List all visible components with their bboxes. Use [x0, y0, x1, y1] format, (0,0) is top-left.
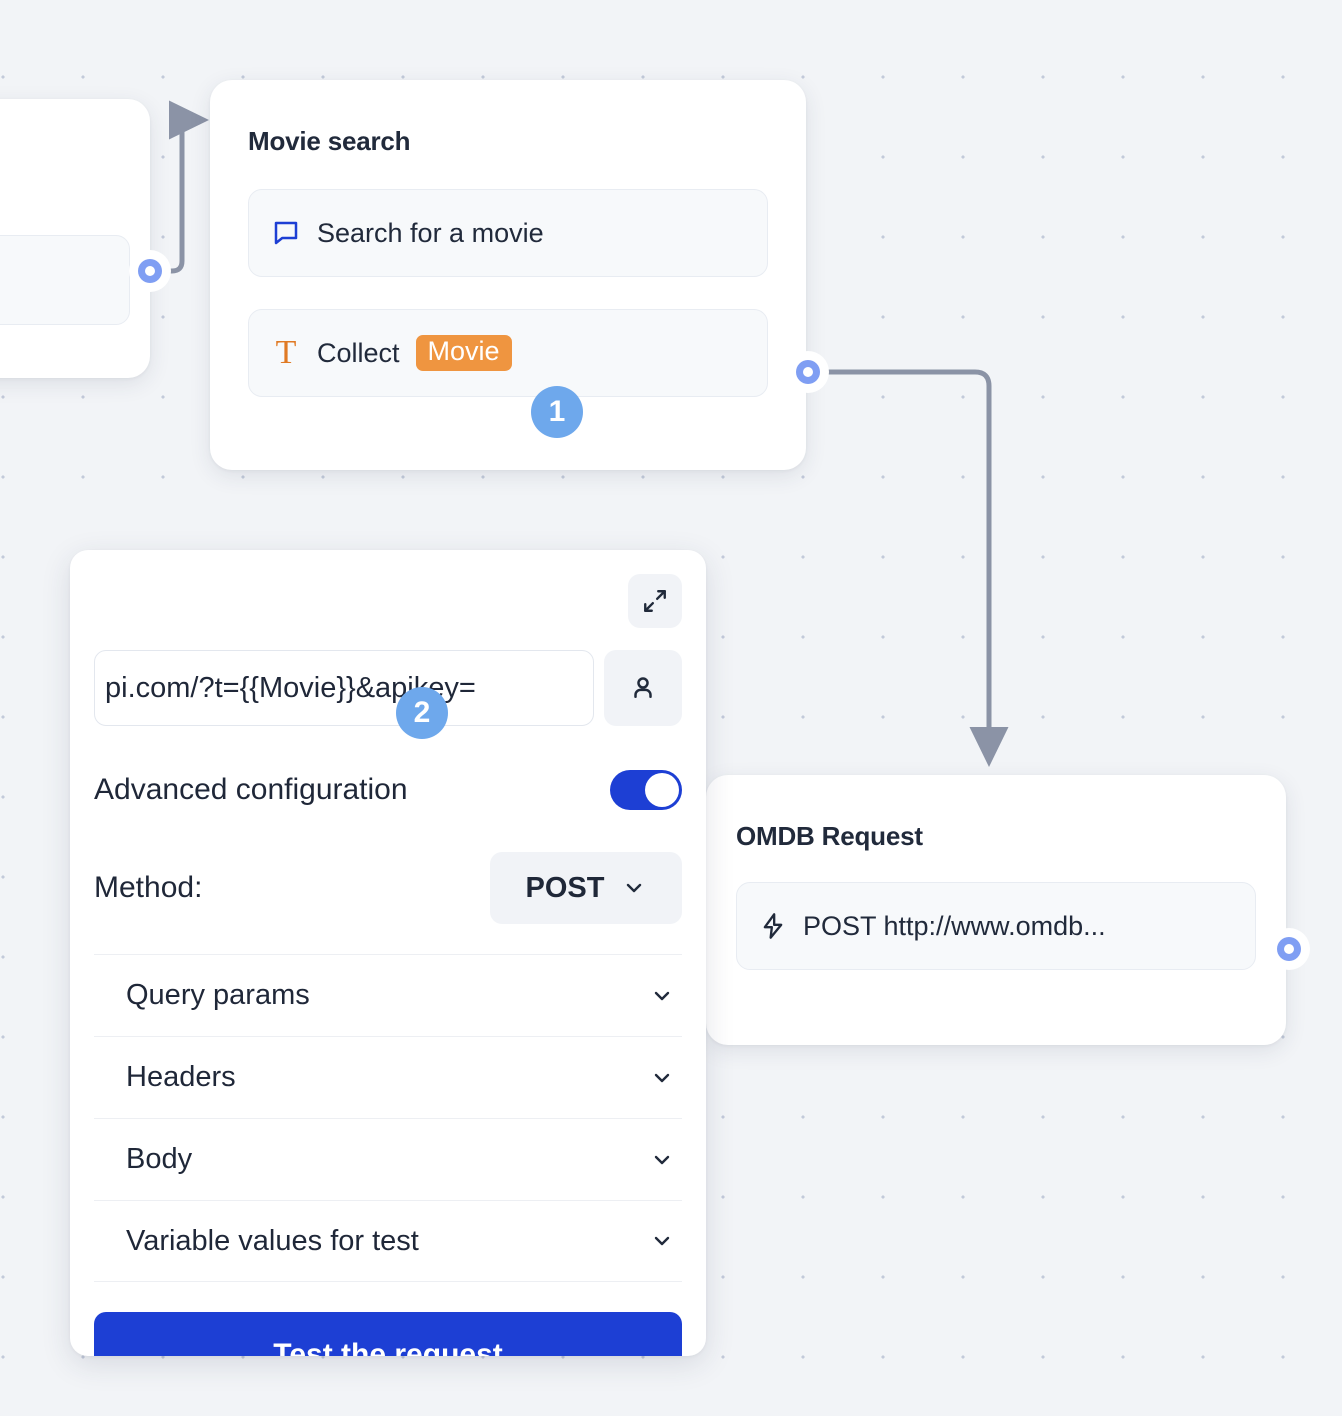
chevron-down-icon — [650, 984, 674, 1008]
edge-prev-to-movie — [159, 100, 210, 274]
toggle-knob — [645, 773, 679, 807]
port-movie-search-output[interactable] — [796, 360, 820, 384]
previous-node-row[interactable] — [0, 235, 130, 325]
config-accordion: Query params Headers — [94, 954, 682, 1282]
accordion-label: Variable values for test — [126, 1224, 419, 1257]
variable-chip-movie[interactable]: Movie — [415, 335, 512, 371]
lightning-bolt-icon — [759, 912, 787, 940]
select-user-button[interactable] — [604, 650, 682, 726]
chevron-down-icon — [650, 1148, 674, 1172]
chevron-down-icon — [622, 876, 646, 900]
accordion-label: Headers — [126, 1061, 236, 1093]
node-row-label: POST http://www.omdb... — [803, 910, 1106, 941]
method-select-value: POST — [525, 871, 605, 904]
method-select[interactable]: POST — [490, 852, 682, 924]
node-row-collect-movie[interactable]: T Collect Movie — [248, 309, 768, 397]
accordion-item-query-params[interactable]: Query params — [94, 954, 682, 1036]
node-row-search-for-a-movie[interactable]: Search for a movie — [248, 189, 768, 277]
url-row: pi.com/?t={{Movie}}&apikey= — [94, 650, 682, 726]
accordion-item-headers[interactable]: Headers — [94, 1036, 682, 1118]
accordion-label: Body — [126, 1143, 193, 1175]
node-movie-search[interactable]: Movie search Search for a movie T Collec… — [210, 80, 806, 470]
expand-diagonal-icon — [642, 588, 668, 614]
advanced-configuration-row: Advanced configuration — [94, 770, 682, 810]
advanced-configuration-label: Advanced configuration — [94, 773, 408, 806]
chevron-down-icon — [650, 1066, 674, 1090]
request-url-input[interactable]: pi.com/?t={{Movie}}&apikey= — [94, 650, 594, 726]
previous-node[interactable] — [0, 99, 150, 378]
person-icon — [628, 673, 658, 703]
method-label: Method: — [94, 871, 203, 904]
accordion-item-body[interactable]: Body — [94, 1118, 682, 1200]
text-format-icon: T — [275, 334, 297, 371]
method-row: Method: POST — [94, 852, 682, 924]
step-badge-2: 2 — [396, 687, 448, 739]
port-omdb-request-output[interactable] — [1277, 937, 1301, 961]
node-row-label: Collect — [317, 337, 400, 368]
chevron-down-icon — [650, 1229, 674, 1253]
node-omdb-request-title: OMDB Request — [736, 821, 923, 851]
edge-movie-to-omdb — [817, 369, 1009, 768]
node-row-label: Search for a movie — [317, 217, 544, 248]
accordion-item-variable-values-for-test[interactable]: Variable values for test — [94, 1200, 682, 1282]
node-omdb-request[interactable]: OMDB Request POST http://www.omdb... — [706, 775, 1286, 1045]
accordion-label: Query params — [126, 979, 310, 1011]
request-config-panel[interactable]: pi.com/?t={{Movie}}&apikey= Advanced con… — [70, 550, 706, 1356]
advanced-configuration-toggle[interactable] — [610, 770, 682, 810]
message-bubble-icon — [271, 218, 301, 248]
port-previous-output[interactable] — [138, 259, 162, 283]
test-the-request-button[interactable]: Test the request — [94, 1312, 682, 1356]
node-movie-search-title: Movie search — [248, 126, 411, 156]
step-badge-1: 1 — [531, 386, 583, 438]
node-row-post-request[interactable]: POST http://www.omdb... — [736, 882, 1256, 970]
expand-panel-button[interactable] — [628, 574, 682, 628]
